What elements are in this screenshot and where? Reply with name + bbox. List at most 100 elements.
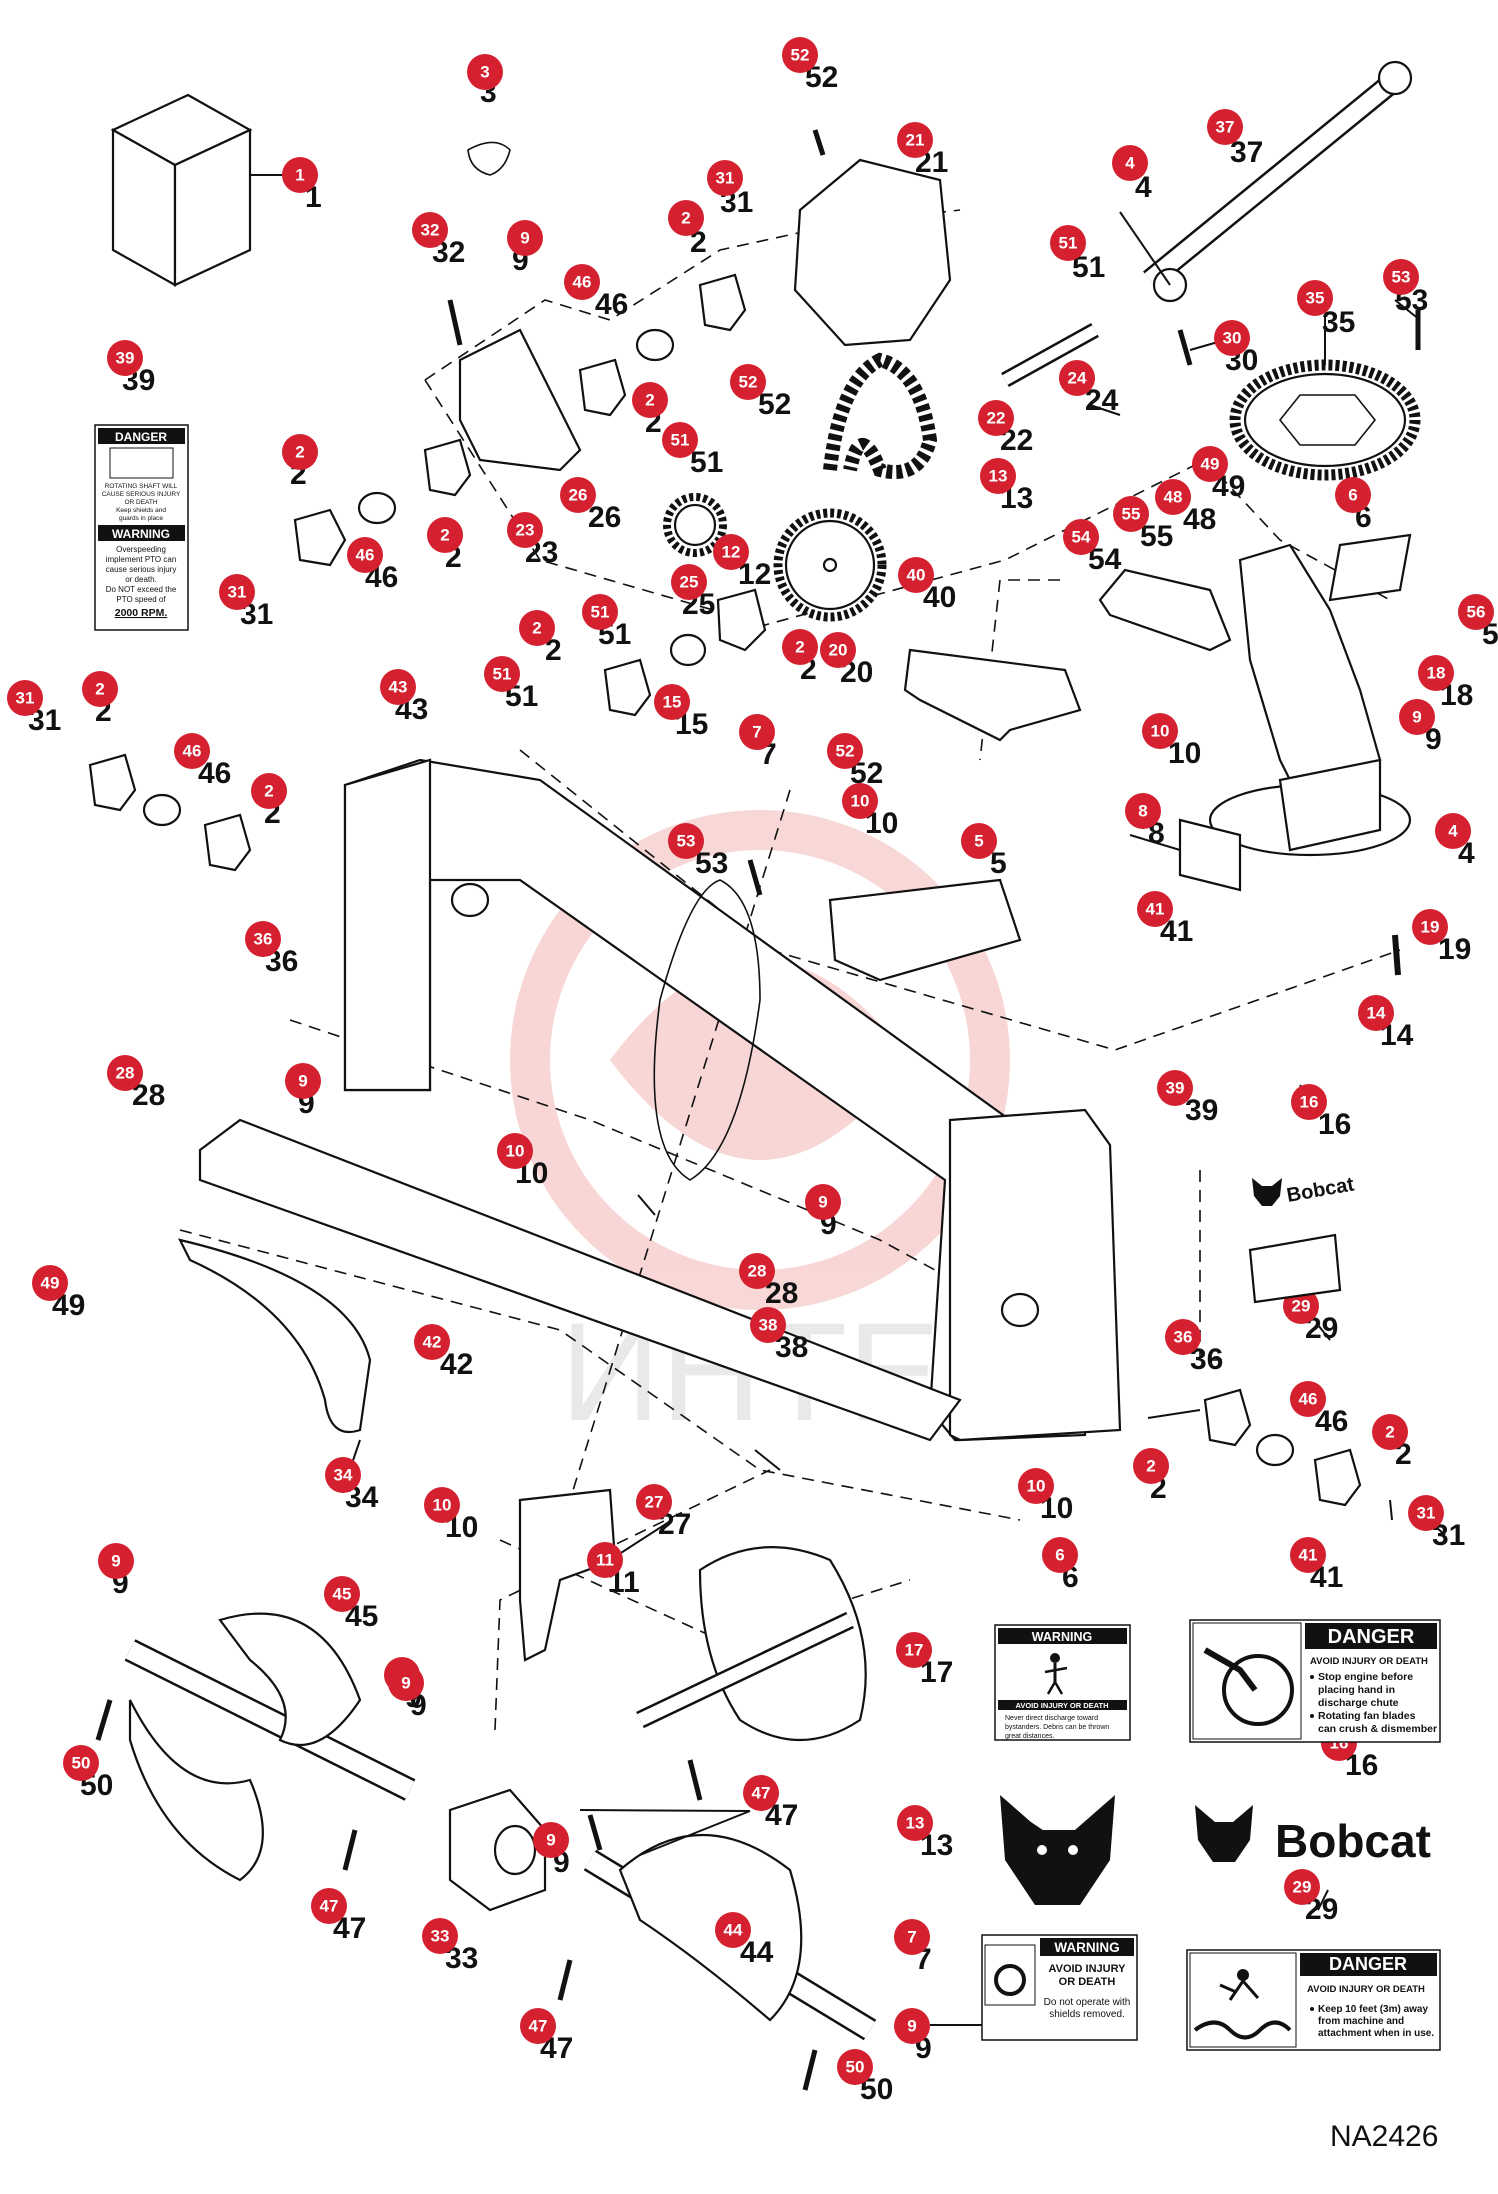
- callout-2: 22: [1372, 1414, 1412, 1471]
- callout-marker: [782, 629, 818, 665]
- callout-marker: [325, 1457, 361, 1493]
- callout-marker-number: 25: [680, 573, 699, 592]
- callout-label: 2: [690, 226, 707, 259]
- decal-16-bobcat-brand: Bobcat: [1195, 1805, 1431, 1867]
- callout-marker-number: 45: [333, 1585, 352, 1604]
- callout-marker-number: 41: [1299, 1546, 1318, 1565]
- decal-7-head: WARNING: [1054, 1940, 1119, 1955]
- callout-marker: [1113, 496, 1149, 532]
- callout-marker-number: 10: [851, 792, 870, 811]
- part-20-chain-guard: [903, 648, 1082, 742]
- callout-8: 88: [1125, 793, 1165, 850]
- callout-marker-number: 39: [116, 349, 135, 368]
- callout-label: 9: [1425, 723, 1442, 756]
- decal-text-line: from machine and: [1318, 2016, 1404, 2027]
- callout-marker-number: 17: [905, 1641, 924, 1660]
- decal-text-line: attachment when in use.: [1318, 2028, 1434, 2039]
- callout-4: 44: [1112, 145, 1152, 204]
- callout-5: 55: [961, 823, 1007, 880]
- callout-marker-number: 42: [423, 1333, 442, 1352]
- callout-marker: [388, 1665, 424, 1701]
- callout-marker: [497, 1133, 533, 1169]
- leader-line: [1119, 211, 1171, 286]
- callout-marker: [1290, 1537, 1326, 1573]
- decal-16-small: Bobcat: [1248, 1173, 1356, 1304]
- callout-marker: [1435, 813, 1471, 849]
- decal-text-line: Keep 10 feet (3m) away: [1318, 2004, 1428, 2015]
- callout-marker-number: 29: [1293, 1878, 1312, 1897]
- hand-impeller-icon: [1203, 1647, 1294, 1726]
- callout-9: 99: [533, 1822, 570, 1879]
- callout-marker: [245, 921, 281, 957]
- callout-marker: [219, 574, 255, 610]
- callout-marker: [1192, 446, 1228, 482]
- decal-text-line: Do NOT exceed the: [106, 585, 177, 594]
- callout-marker-number: 51: [671, 431, 690, 450]
- callout-marker-number: 4: [1448, 822, 1458, 841]
- callout-2: 22: [668, 200, 707, 259]
- callout-marker-number: 51: [1059, 234, 1078, 253]
- callout-marker: [636, 1484, 672, 1520]
- callout-marker: [730, 364, 766, 400]
- leader-line: [1089, 404, 1121, 416]
- auger-person-icon: [1189, 1952, 1297, 2048]
- callout-marker-number: 2: [264, 782, 273, 801]
- bullet-mark: [1310, 1675, 1314, 1679]
- callout-9: 99: [805, 1184, 841, 1241]
- callout-marker: [467, 54, 503, 90]
- callout-label: 53: [695, 847, 728, 880]
- bullet-mark: [1310, 1714, 1314, 1718]
- part-40-sprocket: [773, 508, 887, 622]
- callout-9: 99: [98, 1543, 134, 1600]
- callout-marker-number: 37: [1216, 118, 1235, 137]
- callout-marker: [1399, 699, 1435, 735]
- callout-marker-number: 9: [907, 2017, 916, 2036]
- callout-marker-number: 10: [1151, 722, 1170, 741]
- callout-marker: [1165, 1319, 1201, 1355]
- callout-marker: [654, 684, 690, 720]
- callout-marker-number: 46: [573, 273, 592, 292]
- callout-marker: [898, 557, 934, 593]
- decal-39-speed: 2000 RPM.: [115, 607, 168, 619]
- callout-marker-number: 13: [989, 467, 1008, 486]
- decal-text-line: great distances.: [1005, 1733, 1054, 1740]
- callout-marker-number: 18: [1427, 664, 1446, 683]
- decal-text-line: Never direct discharge toward: [1005, 1715, 1098, 1722]
- callout-marker: [894, 2008, 930, 2044]
- callout-marker: [1290, 1381, 1326, 1417]
- callout-marker-number: 49: [41, 1274, 60, 1293]
- callout-marker: [1372, 1414, 1408, 1450]
- callout-marker-number: 27: [645, 1493, 664, 1512]
- callout-marker: [1142, 713, 1178, 749]
- callout-3: 33: [467, 54, 503, 109]
- callout-marker: [507, 512, 543, 548]
- callout-marker: [1018, 1468, 1054, 1504]
- callout-marker-number: 52: [791, 46, 810, 65]
- leader-line: [579, 1809, 751, 1812]
- callout-marker-number: 50: [72, 1754, 91, 1773]
- callout-label: 5: [990, 847, 1007, 880]
- decal-text-line: AVOID INJURY: [1048, 1963, 1126, 1975]
- callout-2: 22: [782, 629, 818, 686]
- callout-label: 4: [1135, 171, 1152, 204]
- callout-marker: [564, 264, 600, 300]
- callout-marker: [282, 157, 318, 193]
- callout-marker-number: 36: [254, 930, 273, 949]
- part-35-ring-gear: [1229, 359, 1421, 481]
- callout-marker: [1214, 320, 1250, 356]
- callout-marker: [668, 200, 704, 236]
- callout-marker: [347, 537, 383, 573]
- callout-marker-number: 13: [906, 1814, 925, 1833]
